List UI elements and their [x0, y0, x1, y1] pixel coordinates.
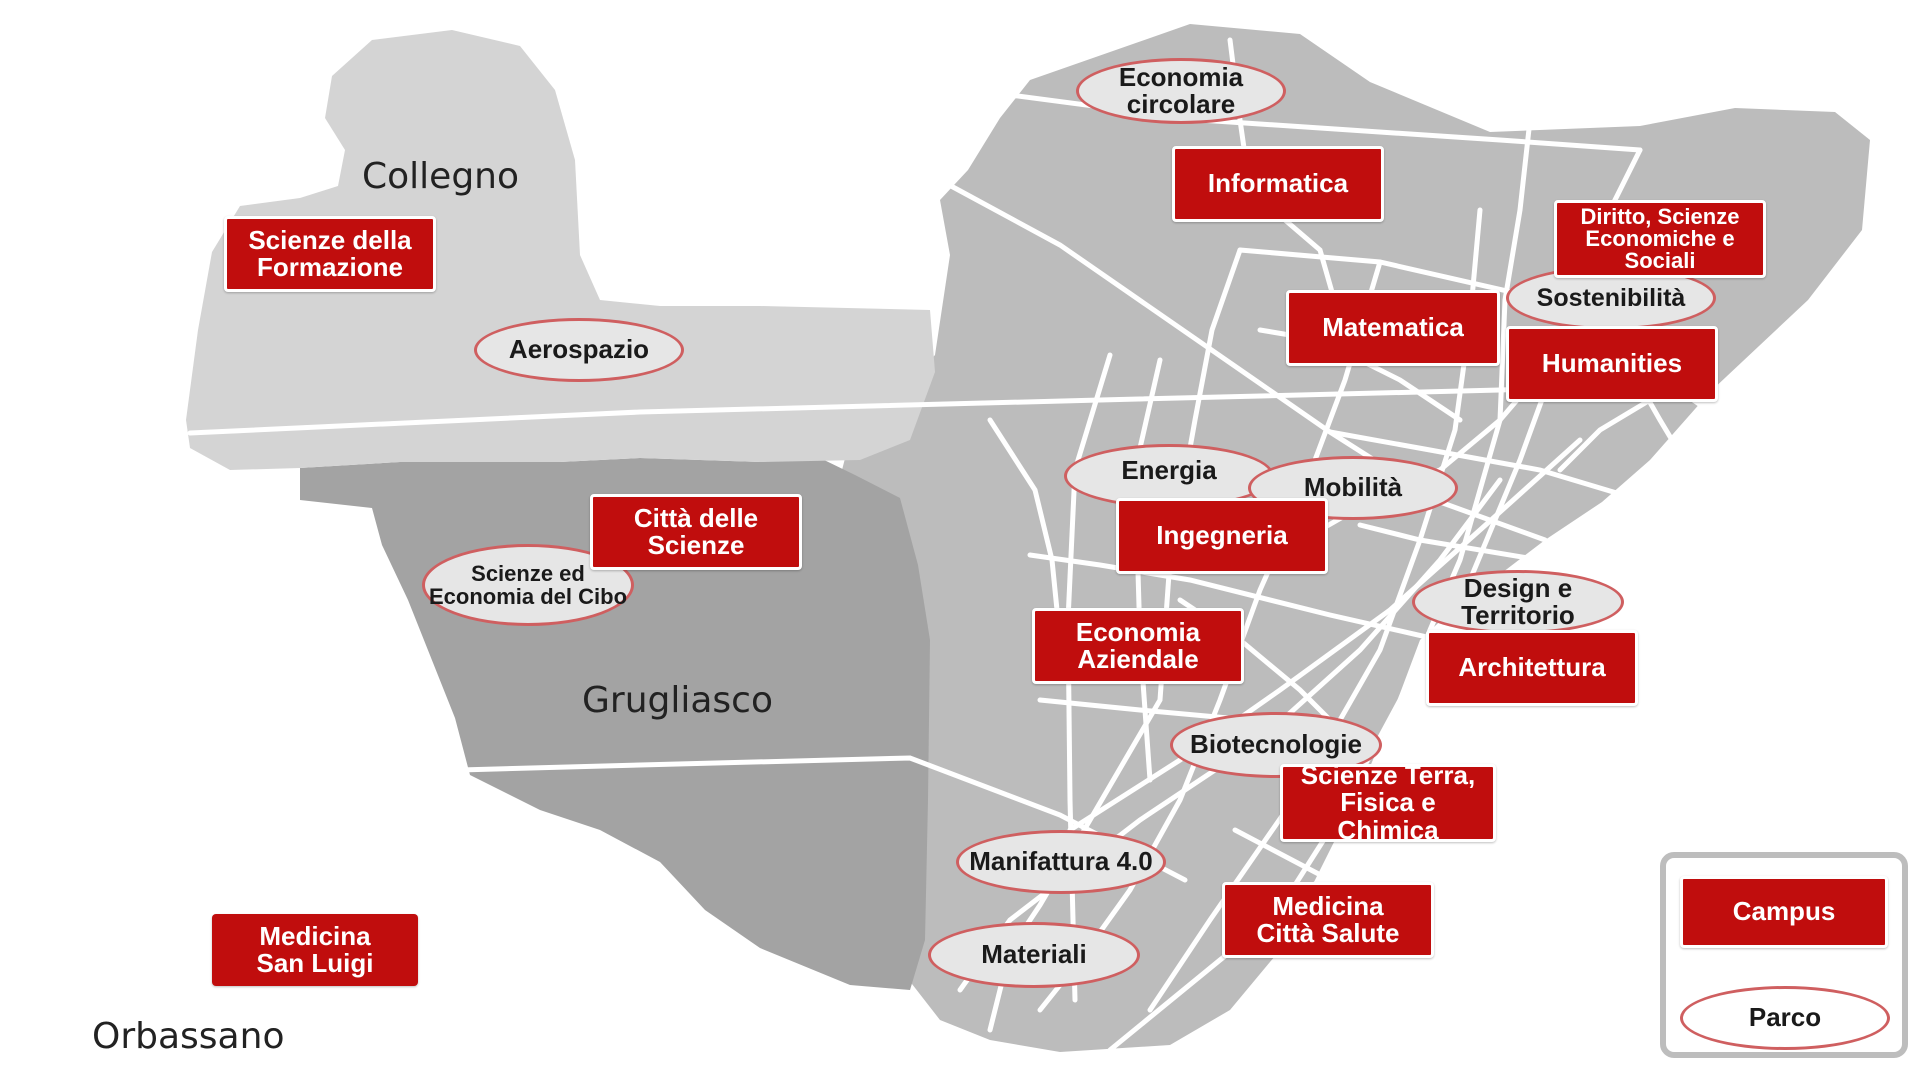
- parco-materiali[interactable]: Materiali: [928, 922, 1140, 988]
- campus-ingegneria[interactable]: Ingegneria: [1116, 498, 1328, 574]
- campus-matematica[interactable]: Matematica: [1286, 290, 1500, 366]
- collegno-area: [186, 30, 935, 470]
- legend-campus-swatch: Campus: [1680, 876, 1888, 948]
- parco-energia[interactable]: Energia: [1064, 444, 1274, 508]
- campus-diritto-scienze-economiche-sociali[interactable]: Diritto, Scienze Economiche e Sociali: [1554, 200, 1766, 278]
- parco-design-territorio[interactable]: Design e Territorio: [1412, 570, 1624, 634]
- town-grugliasco: Grugliasco: [582, 680, 774, 721]
- campus-humanities[interactable]: Humanities: [1506, 326, 1718, 402]
- campus-architettura[interactable]: Architettura: [1426, 630, 1638, 706]
- town-orbassano: Orbassano: [92, 1016, 285, 1057]
- parco-manifattura[interactable]: Manifattura 4.0: [956, 830, 1166, 894]
- town-collegno: Collegno: [362, 156, 520, 197]
- campus-medicina-citta-salute[interactable]: Medicina Città Salute: [1222, 882, 1434, 958]
- campus-scienze-formazione[interactable]: Scienze della Formazione: [224, 216, 436, 292]
- campus-scienze-terra-fisica-chimica[interactable]: Scienze Terra, Fisica e Chimica: [1280, 761, 1496, 843]
- map-legend: Campus Parco: [1660, 852, 1908, 1058]
- parco-aerospazio[interactable]: Aerospazio: [474, 318, 684, 382]
- campus-medicina-san-luigi[interactable]: Medicina San Luigi: [212, 914, 418, 986]
- campus-economia-aziendale[interactable]: Economia Aziendale: [1032, 608, 1244, 684]
- legend-parco-swatch: Parco: [1680, 986, 1890, 1050]
- campus-informatica[interactable]: Informatica: [1172, 146, 1384, 222]
- parco-economia-circolare[interactable]: Economia circolare: [1076, 58, 1286, 124]
- campus-citta-scienze[interactable]: Città delle Scienze: [590, 494, 802, 570]
